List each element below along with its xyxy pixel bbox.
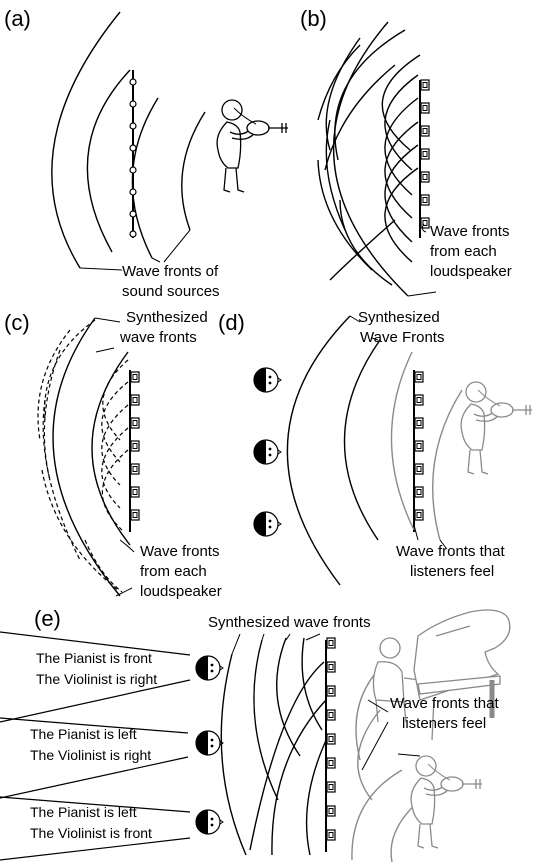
synth-waves-e <box>221 638 328 855</box>
panel-e: (e) The Pianist is front The Violinist i… <box>0 606 510 862</box>
caption-d-pointers <box>350 316 446 548</box>
caption-e-right-line2: listeners feel <box>402 715 486 732</box>
violinist-icon-e <box>411 756 482 848</box>
caption-d-top-line1: Synthesized <box>358 309 440 326</box>
panel-e-label: (e) <box>34 606 61 631</box>
listener1-line1: The Pianist is front <box>36 650 152 666</box>
wave-front-a4 <box>182 112 205 230</box>
listener3-line2: The Violinist is front <box>30 825 152 841</box>
speakers-b <box>421 80 429 228</box>
listener2-line1: The Pianist is left <box>30 726 137 742</box>
synth-wave-c-outer <box>53 318 120 596</box>
caption-b-line2: from each <box>430 243 497 260</box>
caption-c-top-line1: Synthesized <box>126 309 208 326</box>
speakers-e <box>327 638 335 840</box>
listener-heads-d <box>254 368 281 536</box>
synth-wave-d-inner <box>344 340 380 540</box>
wave-front-a2 <box>87 70 130 252</box>
speakers-c <box>131 372 139 520</box>
panel-b-label: (b) <box>300 6 327 31</box>
wave-front-a1 <box>52 12 120 268</box>
panel-a: (a) Wave fronts of sound sources <box>4 6 288 300</box>
listener1-line2: The Violinist is right <box>36 671 157 687</box>
caption-d-bottom-line2: listeners feel <box>410 563 494 580</box>
panel-c-label: (c) <box>4 310 30 335</box>
caption-c-top-line2: wave fronts <box>119 329 197 346</box>
caption-e-right-line1: Wave fronts that <box>390 695 499 712</box>
feel-wave-d1 <box>391 352 414 530</box>
panel-c: (c) Synthesized wave fronts Wave fronts <box>4 309 222 600</box>
violinist-icon <box>217 100 288 192</box>
feel-wave-d2 <box>433 390 462 540</box>
synth-wave-c-inner <box>92 352 130 545</box>
listener-heads-e <box>196 656 223 834</box>
individual-wavelets-c <box>38 320 128 592</box>
caption-a-line2: sound sources <box>122 283 220 300</box>
panel-d-label: (d) <box>218 310 245 335</box>
caption-c-bottom-line1: Wave fronts <box>140 543 219 560</box>
panel-b: (b) Wave fronts from each l <box>300 6 512 296</box>
caption-a-line1: Wave fronts of <box>122 263 219 280</box>
speakers-d <box>415 372 423 520</box>
panel-a-label: (a) <box>4 6 31 31</box>
caption-d-bottom-line1: Wave fronts that <box>396 543 505 560</box>
panel-d: (d) Synthesized Wave Fronts Wave fronts … <box>218 309 532 585</box>
caption-b-line3: loudspeaker <box>430 263 512 280</box>
listener3-line1: The Pianist is left <box>30 804 137 820</box>
listener2-line2: The Violinist is right <box>30 747 151 763</box>
caption-c-pointers <box>95 318 134 596</box>
caption-e-top: Synthesized wave fronts <box>208 614 371 631</box>
violinist-icon-grey <box>461 382 532 474</box>
caption-d-top-line2: Wave Fronts <box>360 329 444 346</box>
caption-c-bottom-line2: from each <box>140 563 207 580</box>
caption-c-bottom-line3: loudspeaker <box>140 583 222 600</box>
caption-b-line1: Wave fronts <box>430 223 509 240</box>
caption-e-top-pointers <box>232 634 320 654</box>
synth-wave-d-outer <box>287 316 350 585</box>
